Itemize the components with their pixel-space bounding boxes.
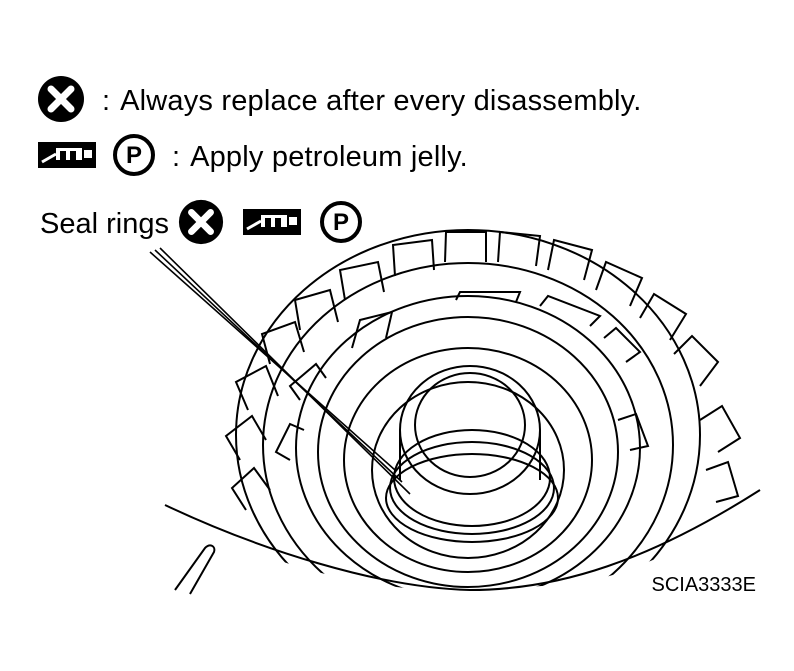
figure-code: SCIA3333E bbox=[651, 574, 756, 596]
p-circle-icon: P bbox=[319, 200, 363, 249]
seal-rings-callout: Seal rings P bbox=[40, 198, 363, 251]
legend-separator: : bbox=[102, 85, 111, 117]
legend-replace-row: : Always replace after every disassembly… bbox=[36, 74, 641, 129]
petroleum-jelly-applicator-icon bbox=[241, 207, 303, 242]
p-letter: P bbox=[333, 209, 349, 236]
legend-jelly-row: P : Apply petroleum jelly. bbox=[36, 133, 468, 182]
seal-rings-label: Seal rings bbox=[40, 208, 169, 240]
p-circle-icon: P bbox=[112, 133, 156, 182]
legend-replace-text: Always replace after every disassembly. bbox=[120, 85, 642, 117]
legend-jelly-text: Apply petroleum jelly. bbox=[190, 141, 468, 173]
p-letter: P bbox=[126, 142, 142, 169]
legend-separator: : bbox=[172, 141, 181, 173]
x-circle-icon bbox=[36, 74, 86, 129]
petroleum-jelly-applicator-icon bbox=[36, 140, 98, 175]
x-circle-icon bbox=[177, 198, 225, 251]
